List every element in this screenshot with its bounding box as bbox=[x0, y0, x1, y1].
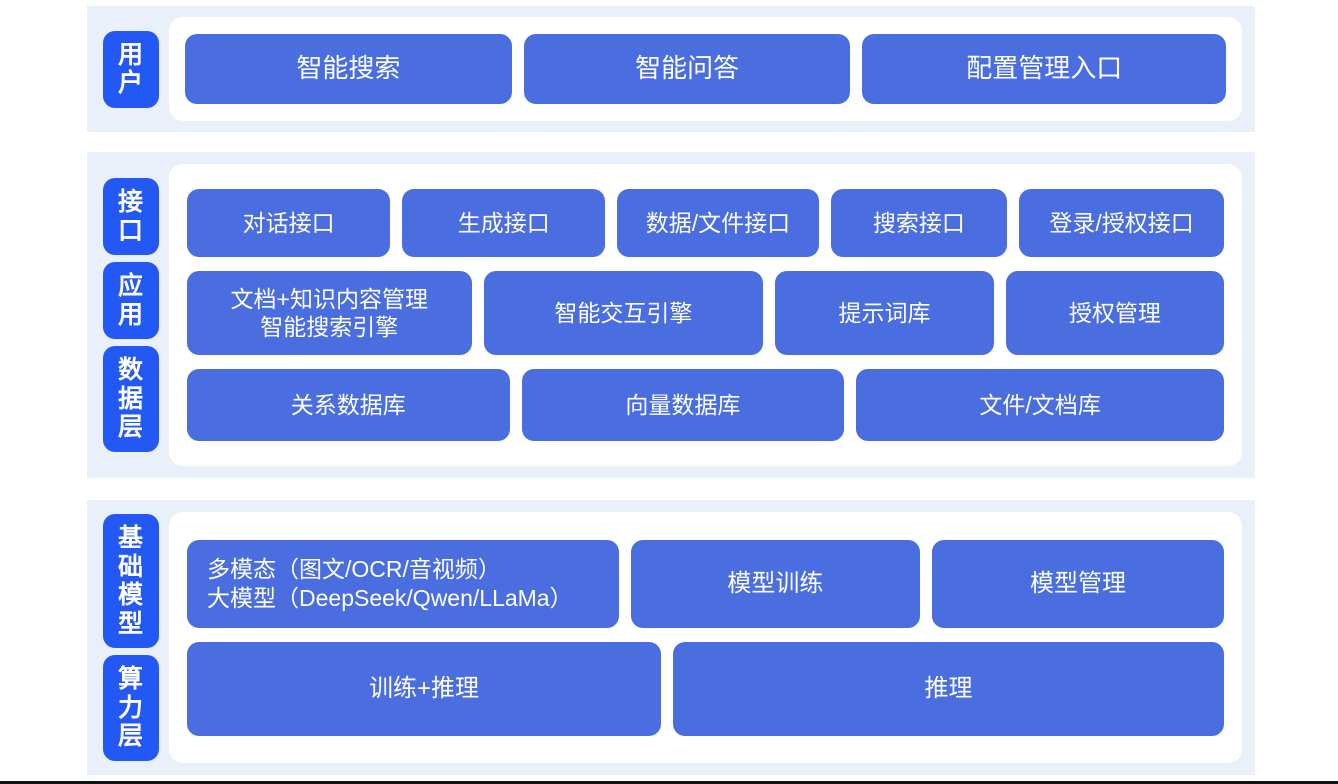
card-model-training[interactable]: 模型训练 bbox=[630, 539, 920, 628]
badge-column-user: 用户 bbox=[87, 6, 169, 132]
card-generation-interface[interactable]: 生成接口 bbox=[402, 189, 606, 257]
layer-badge-interface: 接口 bbox=[103, 178, 159, 256]
badge-column-middle: 接口 应用 数据层 bbox=[87, 152, 169, 478]
card-data-file-interface[interactable]: 数据/文件接口 bbox=[617, 189, 819, 257]
card-relational-database[interactable]: 关系数据库 bbox=[187, 369, 510, 441]
badge-column-foundation: 基础模型 算力层 bbox=[87, 500, 169, 775]
card-authorization-management[interactable]: 授权管理 bbox=[1005, 271, 1225, 355]
page-bottom-rule bbox=[0, 781, 1338, 784]
row-models: 多模态（图文/OCR/音视频） 大模型（DeepSeek/Qwen/LLaMa）… bbox=[187, 539, 1224, 628]
section-middle: 接口 应用 数据层 对话接口 生成接口 数据/文件接口 搜索接口 登录/授权接口… bbox=[87, 152, 1255, 478]
card-dialogue-interface[interactable]: 对话接口 bbox=[187, 189, 391, 257]
layer-badge-foundation-model: 基础模型 bbox=[103, 514, 159, 649]
panel-foundation: 多模态（图文/OCR/音视频） 大模型（DeepSeek/Qwen/LLaMa）… bbox=[169, 512, 1242, 763]
card-login-auth-interface[interactable]: 登录/授权接口 bbox=[1019, 189, 1225, 257]
row-applications: 文档+知识内容管理 智能搜索引擎 智能交互引擎 提示词库 授权管理 bbox=[187, 271, 1225, 355]
layer-badge-user: 用户 bbox=[103, 30, 159, 108]
card-file-document-store[interactable]: 文件/文档库 bbox=[856, 369, 1225, 441]
panel-middle: 对话接口 生成接口 数据/文件接口 搜索接口 登录/授权接口 文档+知识内容管理… bbox=[169, 164, 1242, 466]
card-doc-knowledge-search-engine[interactable]: 文档+知识内容管理 智能搜索引擎 bbox=[187, 271, 472, 355]
row-data-stores: 关系数据库 向量数据库 文件/文档库 bbox=[187, 369, 1225, 441]
panel-user: 智能搜索 智能问答 配置管理入口 bbox=[169, 17, 1242, 121]
layer-badge-application: 应用 bbox=[103, 262, 159, 340]
card-vector-database[interactable]: 向量数据库 bbox=[521, 369, 845, 441]
layer-badge-compute: 算力层 bbox=[103, 655, 159, 761]
card-search-interface[interactable]: 搜索接口 bbox=[830, 189, 1008, 257]
card-inference[interactable]: 推理 bbox=[672, 641, 1224, 736]
card-intelligent-search[interactable]: 智能搜索 bbox=[185, 34, 512, 104]
card-prompt-library[interactable]: 提示词库 bbox=[775, 271, 994, 355]
section-foundation: 基础模型 算力层 多模态（图文/OCR/音视频） 大模型（DeepSeek/Qw… bbox=[87, 500, 1255, 775]
card-training-plus-inference[interactable]: 训练+推理 bbox=[187, 641, 661, 736]
row-interfaces: 对话接口 生成接口 数据/文件接口 搜索接口 登录/授权接口 bbox=[187, 189, 1225, 257]
card-model-management[interactable]: 模型管理 bbox=[931, 539, 1224, 628]
card-config-management-entry[interactable]: 配置管理入口 bbox=[862, 34, 1226, 104]
row-compute: 训练+推理 推理 bbox=[187, 641, 1224, 736]
card-intelligent-interaction-engine[interactable]: 智能交互引擎 bbox=[483, 271, 764, 355]
layer-badge-data: 数据层 bbox=[103, 346, 159, 452]
section-user: 用户 智能搜索 智能问答 配置管理入口 bbox=[87, 6, 1255, 132]
row-user-entries: 智能搜索 智能问答 配置管理入口 bbox=[185, 34, 1226, 104]
card-intelligent-qa[interactable]: 智能问答 bbox=[523, 34, 851, 104]
card-multimodal-large-model[interactable]: 多模态（图文/OCR/音视频） 大模型（DeepSeek/Qwen/LLaMa） bbox=[187, 539, 619, 628]
